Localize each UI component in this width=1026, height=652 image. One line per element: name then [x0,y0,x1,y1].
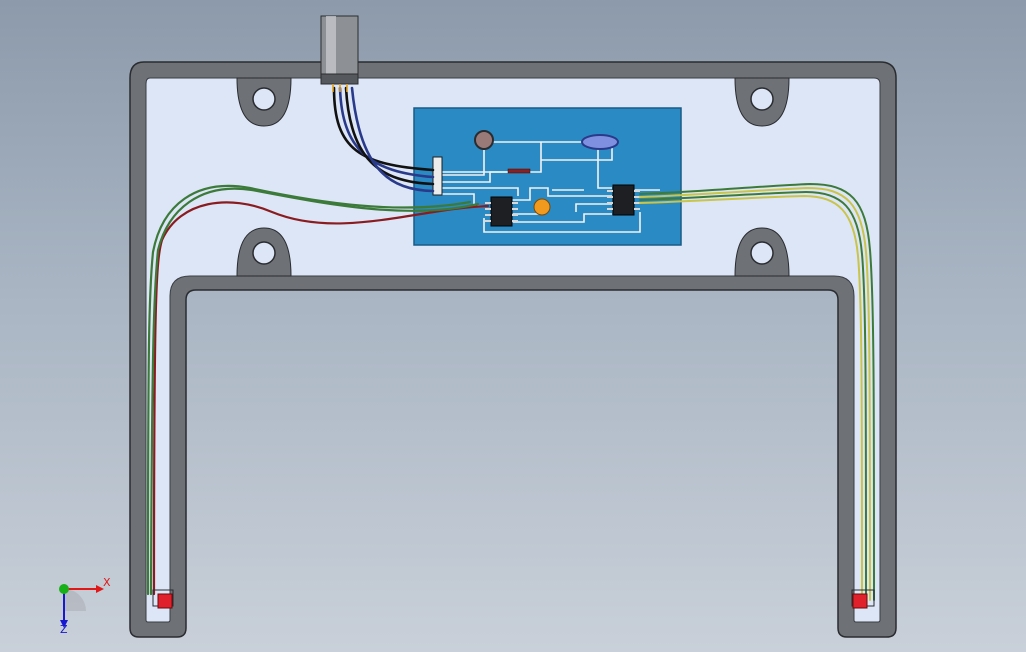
coordinate-axis-triad-icon: X Z [59,576,111,636]
pcb-component-buzzer[interactable] [474,130,494,150]
cylindrical-connector[interactable] [320,15,359,92]
mounting-boss-bottom-left [236,227,292,277]
mounting-boss-bottom-right [734,227,790,277]
pcb-board[interactable] [413,107,682,246]
connector-cable[interactable] [332,86,435,193]
wire-harness-right[interactable] [639,182,875,601]
pcb-component-resistor[interactable] [507,168,531,174]
wire-harness-left[interactable] [146,184,490,596]
sensor-right[interactable] [851,589,875,609]
housing-inner-channel [145,77,881,623]
mounting-boss-top-right [734,77,790,127]
axis-z-label: Z [60,623,68,636]
pcb-component-crystal[interactable] [581,134,619,150]
pcb-chip-right[interactable] [607,184,640,216]
sensor-left[interactable] [152,589,174,609]
mounting-boss-top-left [236,77,292,127]
axis-x-label: X [103,576,111,589]
pcb-component-capacitor[interactable] [533,198,551,216]
pcb-connector-header[interactable] [432,156,443,196]
pcb-traces [442,141,660,233]
pcb-chip-left[interactable] [485,196,518,227]
